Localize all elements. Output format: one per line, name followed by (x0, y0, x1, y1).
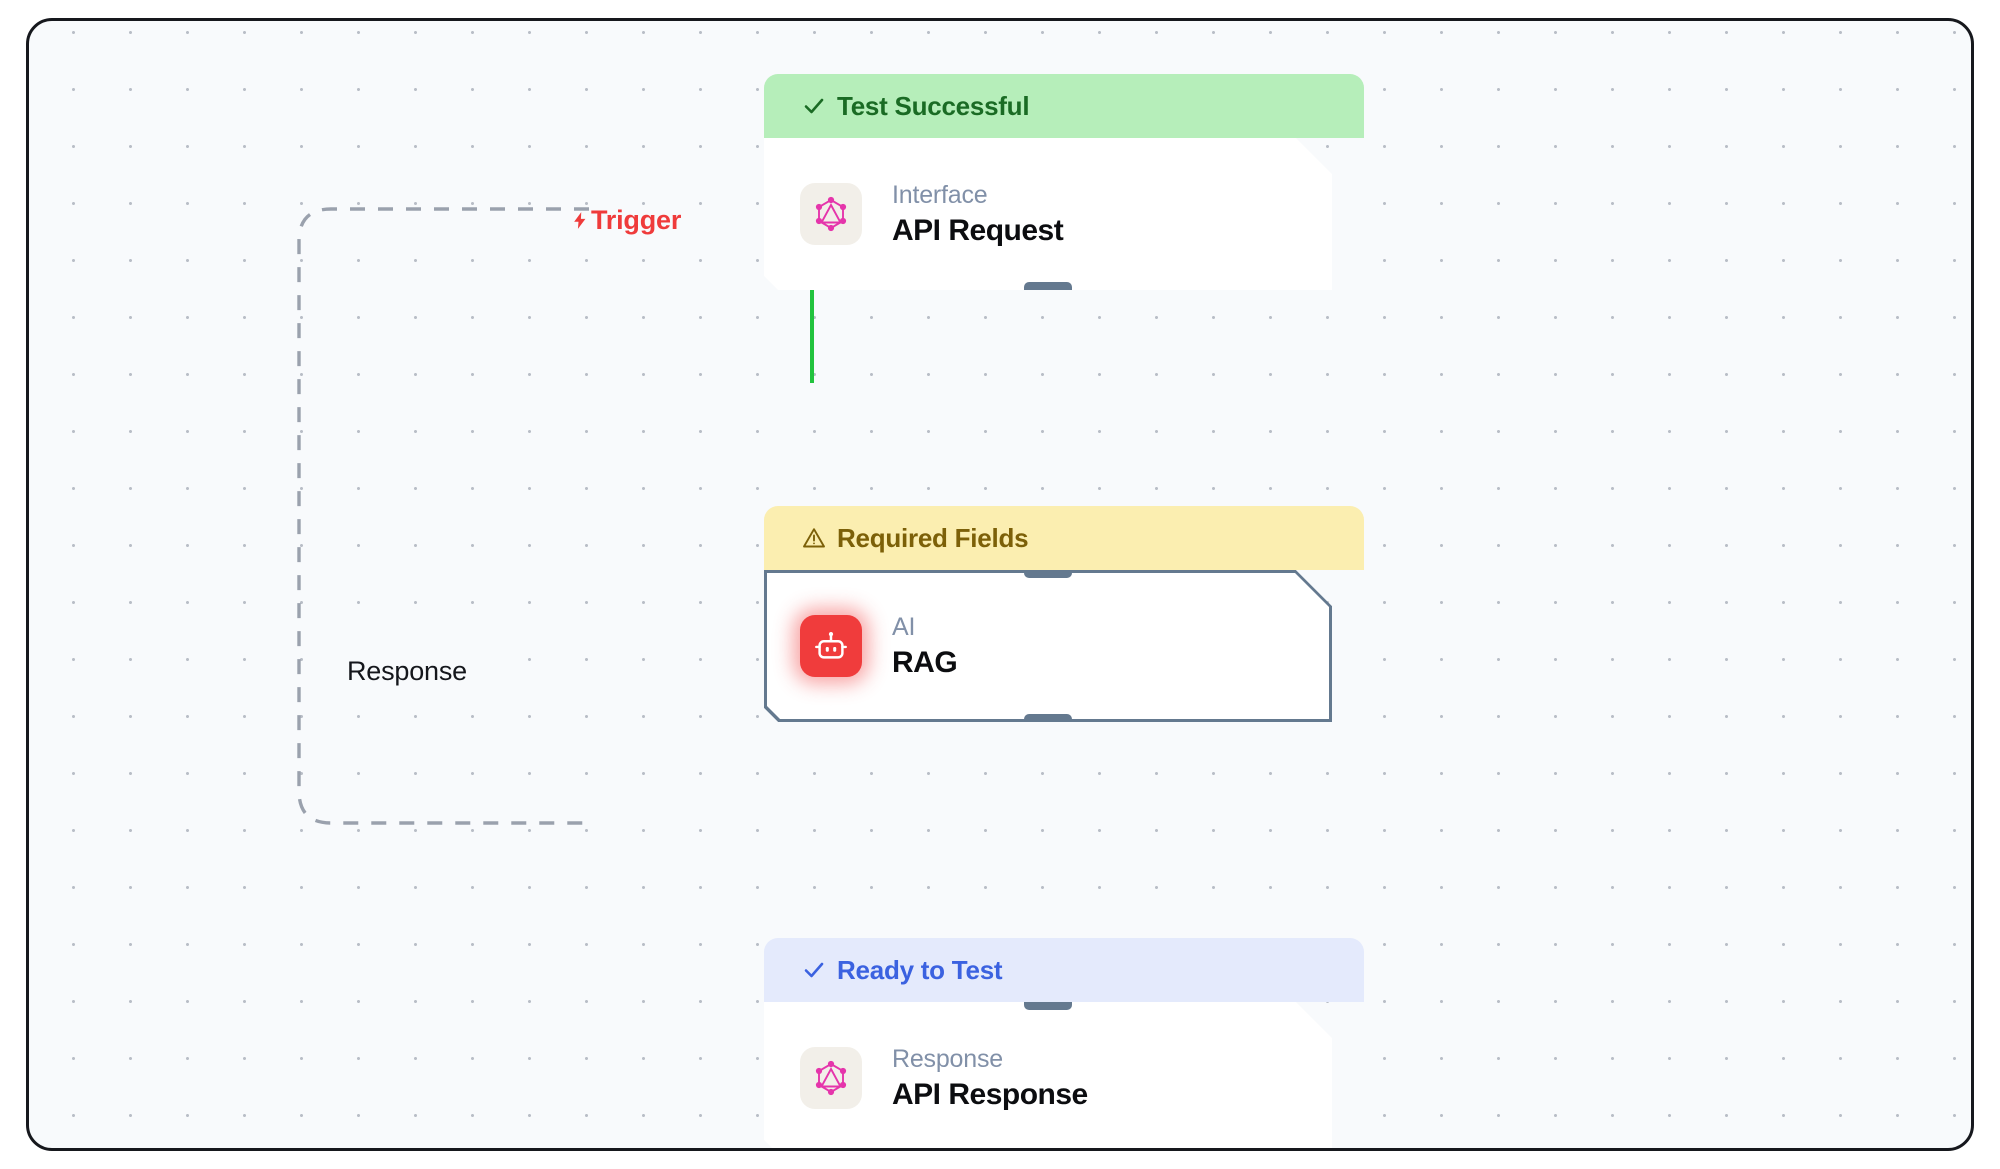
warning-triangle-icon (802, 526, 826, 550)
node-card-rag[interactable]: AI RAG (764, 570, 1332, 722)
node-title: RAG (892, 645, 958, 679)
check-icon (802, 958, 826, 982)
trigger-label: Trigger (570, 205, 681, 236)
status-badge-ready-to-test: Ready to Test (764, 938, 1364, 1002)
flow-canvas[interactable]: Trigger Response Test Successful (26, 18, 1974, 1151)
node-title: API Request (892, 213, 1064, 247)
check-icon (802, 94, 826, 118)
node-text-block: Interface API Request (892, 180, 1063, 249)
node-kind: Interface (892, 180, 988, 209)
node-text-block: AI RAG (892, 612, 957, 681)
status-label: Ready to Test (837, 954, 1003, 985)
graphql-icon (800, 183, 862, 245)
node-api-request[interactable]: Test Successful (764, 74, 1364, 290)
handle-source-bottom[interactable] (1024, 714, 1072, 731)
edge-response-loop (297, 207, 589, 825)
response-label: Response (340, 654, 474, 689)
status-badge-test-successful: Test Successful (764, 74, 1364, 138)
status-label: Required Fields (837, 522, 1029, 553)
graphql-icon (800, 1047, 862, 1109)
status-badge-required-fields: Required Fields (764, 506, 1364, 570)
node-card-api-response[interactable]: Response API Response (764, 1002, 1332, 1151)
robot-icon (800, 615, 862, 677)
node-title: API Response (892, 1077, 1088, 1111)
node-text-block: Response API Response (892, 1044, 1088, 1113)
lightning-bolt-icon (574, 212, 586, 229)
status-label: Test Successful (837, 90, 1030, 121)
node-kind: AI (892, 612, 916, 641)
trigger-label-text: Trigger (591, 205, 682, 235)
node-kind: Response (892, 1044, 1003, 1073)
response-label-text: Response (347, 656, 467, 686)
node-card-api-request[interactable]: Interface API Request (764, 138, 1332, 290)
node-rag[interactable]: Required Fields AI RAG (764, 506, 1364, 722)
handle-source-bottom[interactable] (1024, 282, 1072, 299)
node-api-response[interactable]: Ready to Test (764, 938, 1364, 1151)
